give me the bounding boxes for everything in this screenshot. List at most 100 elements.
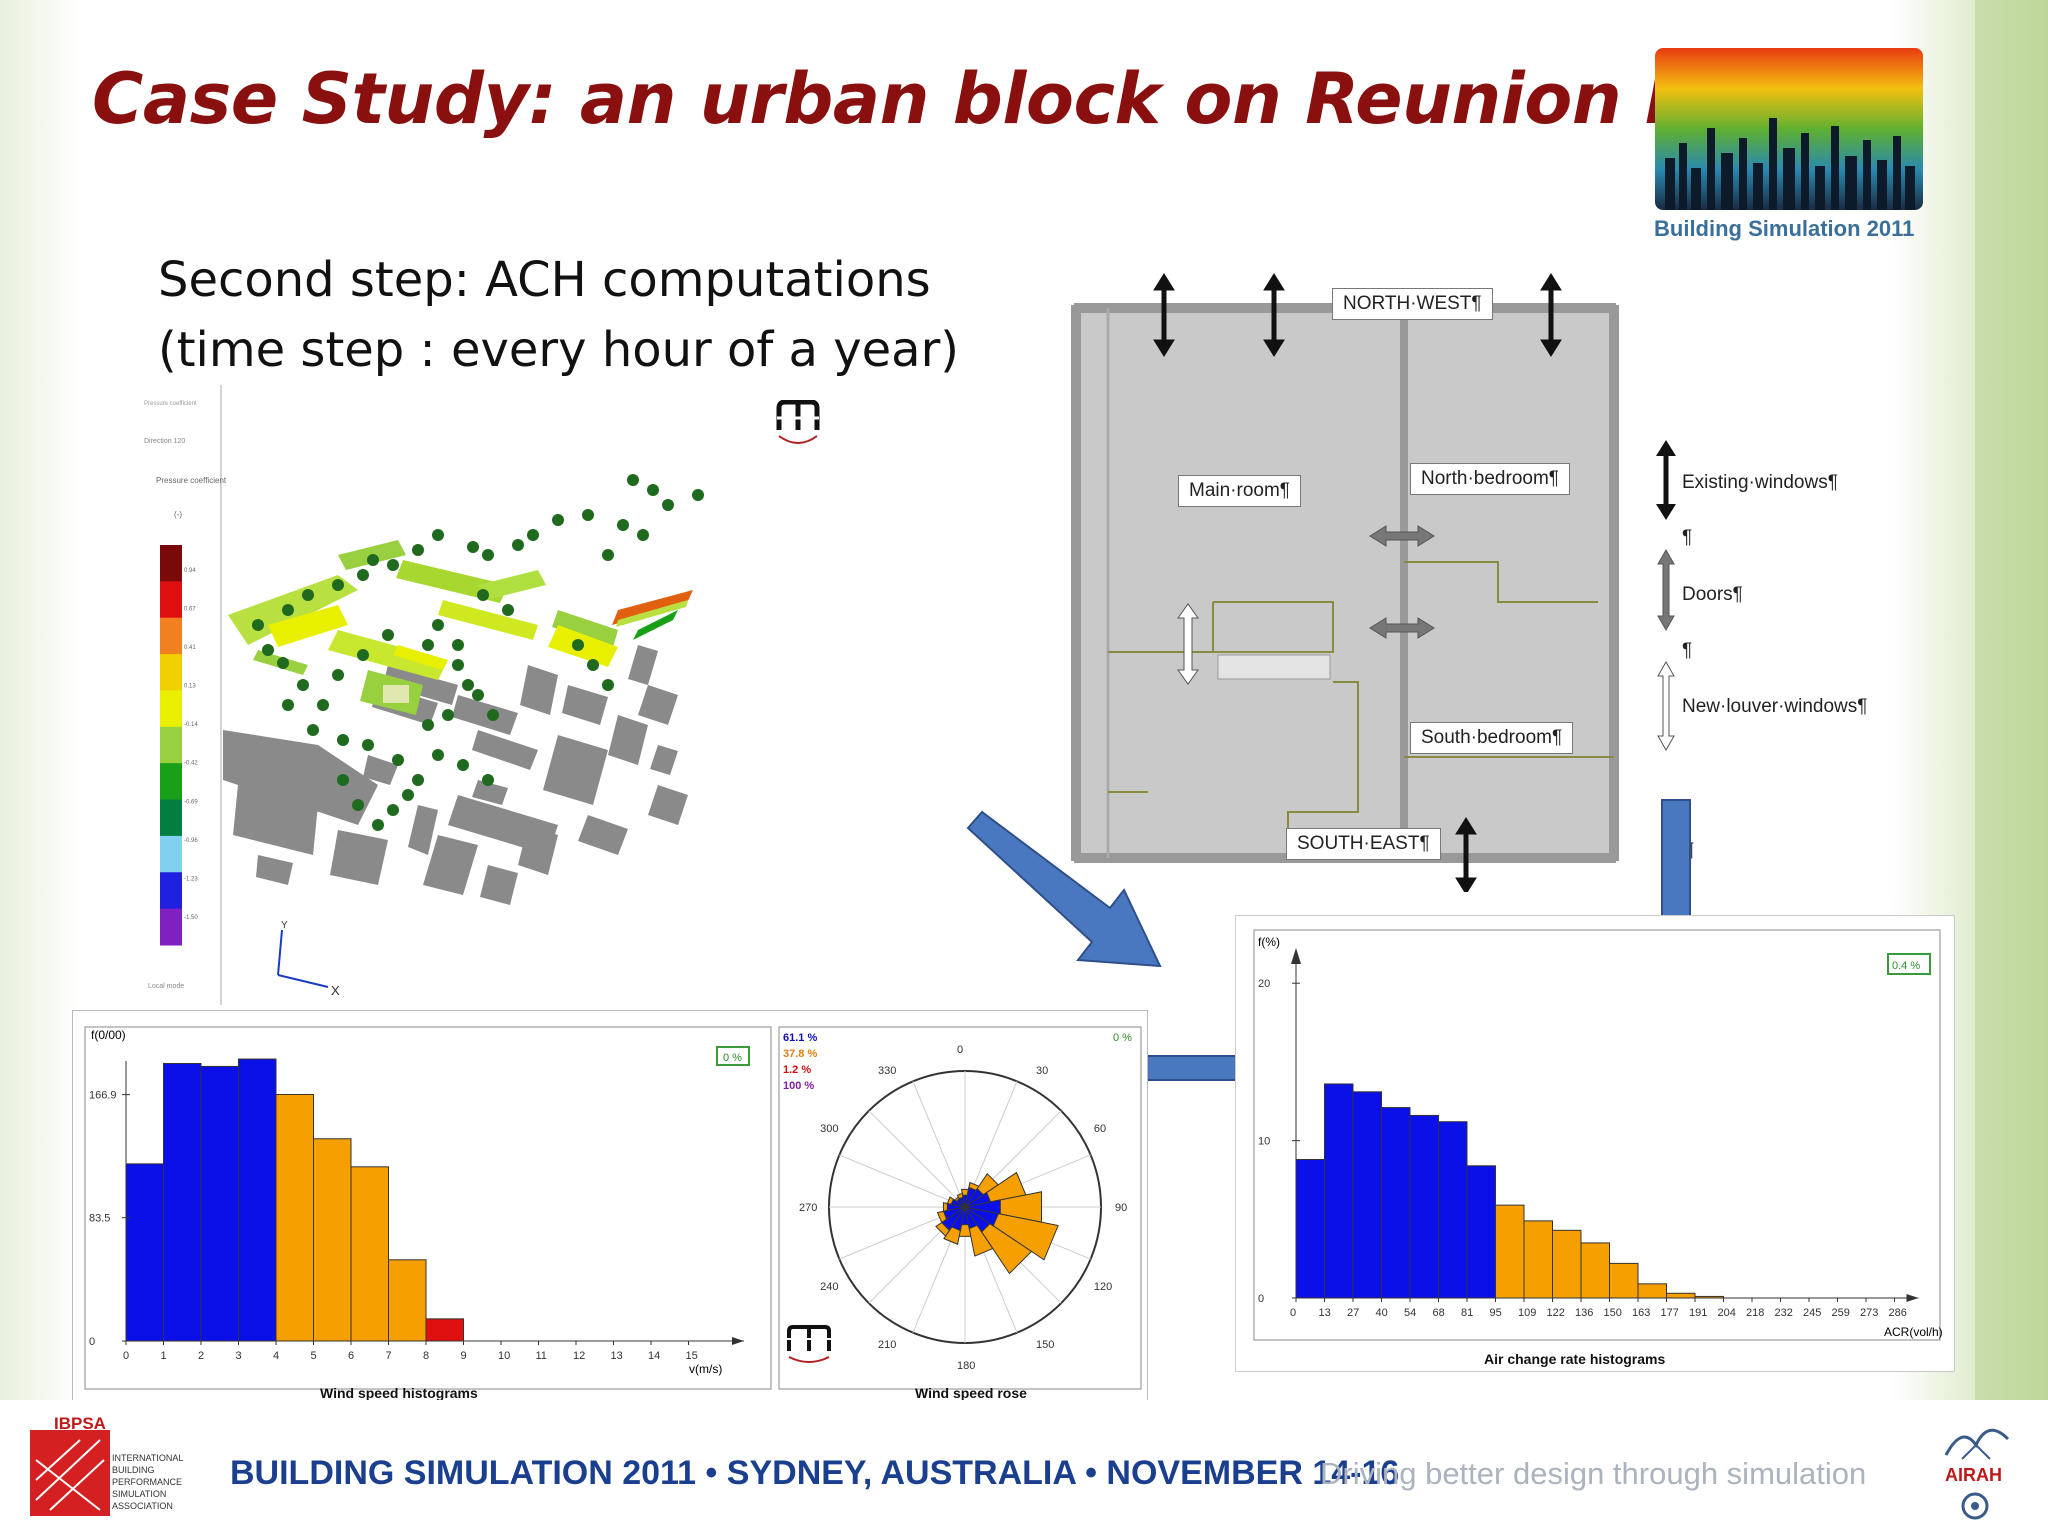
rose-angle-label: 300	[820, 1123, 838, 1135]
tree	[307, 724, 319, 736]
legend-existing-windows: Existing·windows¶	[1682, 472, 1838, 493]
legend-swatch	[160, 545, 182, 582]
legend-pilcrow-1: ¶	[1682, 527, 1693, 548]
rose-angle-label: 150	[1036, 1339, 1054, 1351]
ibpsa-line-4: SIMULATION	[112, 1489, 167, 1499]
ach-bar	[1609, 1262, 1639, 1299]
tree	[502, 604, 514, 616]
ach-x-tick-label: 27	[1347, 1307, 1359, 1319]
wind-x-tick-label: 15	[686, 1350, 698, 1362]
tree	[482, 774, 494, 786]
tree	[332, 669, 344, 681]
ach-y-tick-label: 10	[1258, 1136, 1270, 1148]
legend-swatch	[160, 908, 182, 946]
axis-y-label: Y	[281, 920, 288, 931]
ibpsa-line-1: INTERNATIONAL	[112, 1453, 184, 1463]
rose-angle-label: 270	[799, 1202, 817, 1214]
wind-x-tick-label: 7	[386, 1350, 392, 1362]
legend-value: -1.50	[184, 915, 198, 921]
floorplan-svg	[1071, 273, 1676, 892]
tree	[262, 644, 274, 656]
ach-bar	[1552, 1229, 1582, 1299]
rose-stat: 61.1 %	[783, 1032, 817, 1044]
wind-bar	[425, 1318, 464, 1342]
footer-conference-text: BUILDING SIMULATION 2011 • SYDNEY, AUSTR…	[230, 1454, 1400, 1492]
ach-caption: Air change rate histograms	[1484, 1351, 1665, 1367]
wind-x-tick-label: 5	[311, 1350, 317, 1362]
legend-louver-arrow	[1657, 660, 1675, 752]
legend-door-arrow	[1657, 548, 1675, 632]
tree	[317, 699, 329, 711]
label-north-west: NORTH·WEST¶	[1332, 288, 1493, 320]
rose-petal-blue	[958, 1196, 966, 1208]
wind-x-tick-label: 4	[273, 1350, 279, 1362]
ach-ylabel: f(%)	[1258, 935, 1280, 949]
pressure-header: Pressure coefficient	[144, 401, 197, 407]
tree	[452, 639, 464, 651]
label-north-bedroom: North·bedroom¶	[1410, 463, 1570, 495]
rose-angle-label: 330	[878, 1065, 896, 1077]
tree	[602, 679, 614, 691]
ach-x-tick-label: 273	[1860, 1307, 1878, 1319]
subtitle-line-2: (time step : every hour of a year)	[158, 322, 960, 378]
ach-x-tick-label: 259	[1832, 1307, 1850, 1319]
rose-angle-label: 180	[957, 1360, 975, 1372]
louver-arrow	[1177, 603, 1199, 685]
wind-y-tick-label: 83.5	[89, 1213, 110, 1225]
wind-bar	[200, 1065, 239, 1342]
tree	[412, 774, 424, 786]
buildings-colored	[228, 540, 693, 715]
wind-x-tick-label: 1	[161, 1350, 167, 1362]
legend-swatch	[160, 654, 182, 691]
ach-bar	[1523, 1220, 1553, 1299]
ibpsa-line-3: PERFORMANCE	[112, 1477, 183, 1487]
tree	[337, 734, 349, 746]
airah-emblem-icon	[1961, 1492, 1989, 1520]
pressure-label: Pressure coefficient	[156, 476, 227, 485]
tree	[512, 539, 524, 551]
tree	[692, 489, 704, 501]
existing-window-arrows	[1153, 273, 1562, 892]
rose-angle-label: 60	[1094, 1123, 1106, 1135]
wind-x-tick-label: 8	[423, 1350, 429, 1362]
tree	[602, 549, 614, 561]
tree	[422, 719, 434, 731]
tree	[297, 679, 309, 691]
ach-x-tick-label: 13	[1319, 1307, 1331, 1319]
pressure-unit: (-)	[174, 510, 182, 519]
legend-swatch	[160, 617, 182, 655]
tree	[352, 799, 364, 811]
tree	[552, 514, 564, 526]
tree	[582, 509, 594, 521]
legend-swatch	[160, 581, 182, 619]
wind-bar	[388, 1259, 427, 1342]
wind-x-tick-label: 13	[611, 1350, 623, 1362]
ach-bar	[1352, 1091, 1382, 1299]
ach-badge-box	[1887, 953, 1931, 975]
legend-value: 0.41	[184, 645, 196, 651]
tree	[357, 569, 369, 581]
wind-x-arrow	[732, 1337, 744, 1345]
tree	[442, 709, 454, 721]
legend-value: 0.94	[184, 568, 196, 574]
tree	[617, 519, 629, 531]
ach-x-tick-label: 95	[1490, 1307, 1502, 1319]
legend-swatch	[160, 835, 182, 873]
ach-x-tick-label: 232	[1775, 1307, 1793, 1319]
ach-x-tick-label: 68	[1433, 1307, 1445, 1319]
conference-logo	[1655, 48, 1923, 210]
tree	[472, 689, 484, 701]
ach-x-tick-label: 136	[1575, 1307, 1593, 1319]
tree	[462, 679, 474, 691]
legend-new-louver-windows: New·louver·windows¶	[1682, 696, 1868, 717]
legend-doors: Doors¶	[1682, 584, 1743, 605]
tree	[412, 544, 424, 556]
tree	[302, 589, 314, 601]
wind-x-tick-label: 9	[461, 1350, 467, 1362]
buildings-gray	[223, 645, 688, 905]
wind-x-tick-label: 11	[536, 1350, 547, 1362]
ach-x-tick-label: 177	[1661, 1307, 1679, 1319]
wind-hist-ylabel: f(0/00)	[91, 1028, 126, 1042]
